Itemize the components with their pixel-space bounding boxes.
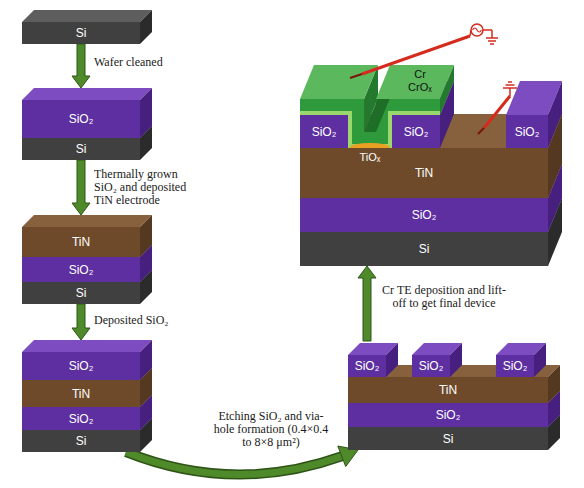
layer-name: TiN [439, 384, 457, 396]
ground-symbol [488, 40, 496, 42]
ground-symbol [503, 87, 517, 89]
step-label: Etching SiO₂ and via-hole formation (0.4… [212, 410, 330, 449]
layer-top-face [22, 88, 152, 100]
layer-name: SiO₂ [412, 209, 437, 221]
layer-name: SiO₂ [69, 413, 94, 425]
layer-side-face [140, 215, 152, 257]
layer-name: TiN [72, 236, 90, 248]
layer-slab: Si [22, 22, 140, 44]
process-arrow-shape [72, 160, 90, 215]
layer-slab: Si [348, 427, 548, 450]
layer-slab: SiO₂ [22, 257, 140, 282]
curved-arrow-body [126, 452, 342, 475]
material-label: Cr [400, 68, 440, 81]
layer-name: Si [76, 27, 87, 39]
process-arrow-shape [72, 44, 90, 88]
layer-top-face [22, 215, 152, 227]
ground-symbol [508, 81, 512, 83]
layer-name: SiO₂ [515, 126, 540, 138]
curved-arrow-outline [126, 452, 342, 475]
probe-tip [350, 74, 362, 78]
layer-side-face [140, 10, 152, 44]
layer-name: SiO₂ [69, 264, 94, 276]
probe-wire [509, 88, 511, 96]
layer-slab: Si [300, 232, 548, 266]
layer-top-face [300, 198, 562, 232]
layer-name: TiN [415, 167, 433, 179]
process-arrow-shape [358, 266, 376, 341]
step-label: Thermally grown SiO₂ and deposited TiN e… [94, 168, 198, 207]
layer-slab: Si [22, 282, 140, 304]
cr-side-face [440, 65, 454, 115]
layer-name: SiO₂ [312, 126, 337, 138]
layer-name: SiO₂ [503, 360, 528, 372]
layer-side-face [548, 365, 560, 403]
ground-symbol [490, 43, 494, 45]
process-arrow-shape [72, 304, 90, 340]
layer-slab: SiO₂ [392, 115, 440, 148]
layer-name: TiN [72, 388, 90, 400]
layer-side-face [450, 343, 462, 377]
layer-name: Si [443, 433, 454, 445]
probe-wire [483, 29, 492, 31]
process-arrow [358, 266, 376, 341]
layer-slab: SiO₂ [22, 100, 140, 138]
layer-slab: TiN [348, 377, 548, 403]
layer-name: Si [419, 243, 430, 255]
ground-symbol [491, 30, 493, 38]
probe-tip [478, 128, 484, 134]
layer-slab: SiO₂ [300, 198, 548, 232]
voltage-source-symbol [471, 24, 483, 36]
cr-top-face [300, 65, 378, 99]
voltage-source-symbol [473, 28, 482, 32]
layer-slab: TiN [22, 380, 140, 407]
layer-side-face [548, 81, 562, 148]
process-arrow [72, 304, 90, 340]
layer-slab: SiO₂ [412, 355, 450, 377]
layer-slab: SiO₂ [300, 115, 348, 148]
layer-top-face [22, 340, 152, 352]
layer-slab: SiO₂ [22, 352, 140, 380]
material-label: CrOₓ [400, 81, 440, 94]
layer-name: Si [76, 435, 87, 447]
layer-slab: SiO₂ [506, 115, 548, 148]
layer-side-face [140, 88, 152, 138]
layer-name: Si [76, 143, 87, 155]
process-arrow [72, 160, 90, 215]
layer-name: SiO₂ [436, 409, 461, 421]
cr-top-electrode [300, 65, 454, 151]
ground-symbol [506, 84, 515, 86]
ground-symbol [486, 37, 498, 39]
layer-name: SiO₂ [69, 113, 94, 125]
layer-slab: TiN [300, 148, 548, 198]
layer-slab: SiO₂ [496, 355, 534, 377]
step-label: Wafer cleaned [94, 56, 194, 69]
layer-name: SiO₂ [419, 360, 444, 372]
layer-slab: SiO₂ [22, 407, 140, 430]
layer-side-face [386, 343, 398, 377]
layer-name: SiO₂ [404, 126, 429, 138]
layer-slab: SiO₂ [348, 403, 548, 427]
layer-name: SiO₂ [355, 360, 380, 372]
layer-slab: Si [22, 430, 140, 452]
layer-side-face [140, 340, 152, 380]
process-arrow [126, 446, 358, 475]
layer-top-face [22, 10, 152, 22]
process-arrow [72, 44, 90, 88]
material-label: TiOₓ [348, 151, 392, 164]
layer-slab: SiO₂ [348, 355, 386, 377]
layer-slab: TiN [22, 227, 140, 257]
layer-name: Si [76, 287, 87, 299]
step-label: Deposited SiO₂ [94, 314, 204, 327]
layer-slab: Si [22, 138, 140, 160]
step-label: Cr TE deposition and lift-off to get fin… [378, 284, 510, 310]
layer-name: SiO₂ [69, 360, 94, 372]
layer-faces [22, 10, 562, 452]
layer-top-face [300, 114, 562, 148]
layer-side-face [534, 343, 546, 377]
